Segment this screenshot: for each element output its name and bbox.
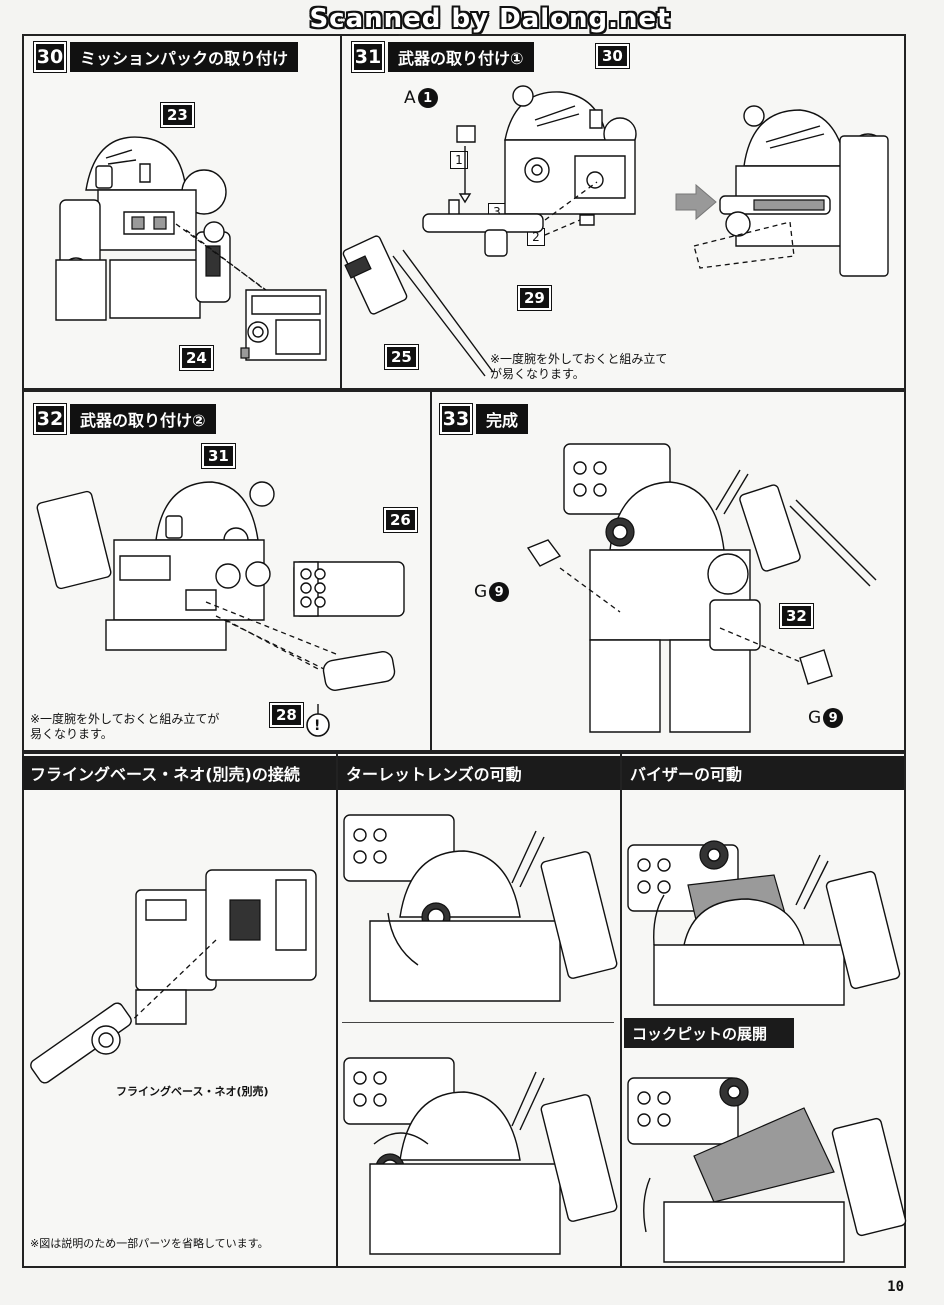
part-number-24: 24 xyxy=(179,345,214,371)
step-31-title: 武器の取り付け① xyxy=(388,42,534,72)
step-31-note: ※一度腕を外しておくと組み立てが易くなります。 xyxy=(490,352,668,381)
turret-lens-illustration-upper xyxy=(340,795,620,1010)
step-31-weapon-illustration xyxy=(345,70,675,380)
step-33-part-ref-g9-top: G 9 xyxy=(474,582,510,602)
caution-mark: ! xyxy=(314,718,321,734)
flying-base-caption: フライングベース・ネオ(別売) xyxy=(116,1085,269,1098)
step-30-number: 30 xyxy=(33,41,67,73)
step-32-header: 32 武器の取り付け② xyxy=(33,403,216,435)
runner-number-1: 1 xyxy=(417,88,438,108)
flying-base-illustration xyxy=(26,860,336,1120)
runner-letter-g: G xyxy=(808,708,822,728)
step-31-number: 31 xyxy=(351,41,385,73)
runner-number-9: 9 xyxy=(489,582,510,602)
step-30-title: ミッションパックの取り付け xyxy=(70,42,299,72)
page-number: 10 xyxy=(887,1279,904,1295)
step-33-complete-robot-illustration xyxy=(520,440,900,740)
part-number-30: 30 xyxy=(595,43,630,69)
part-number-29: 29 xyxy=(517,285,552,311)
step-33-number: 33 xyxy=(439,403,473,435)
step-33-part-ref-g9-bottom: G 9 xyxy=(808,708,844,728)
cockpit-illustration xyxy=(624,1052,904,1264)
visor-illustration xyxy=(624,795,904,1010)
flying-base-note: ※図は説明のため一部パーツを省略しています。 xyxy=(30,1237,269,1250)
cockpit-section-title: コックピットの展開 xyxy=(624,1018,794,1048)
visor-section-title: バイザーの可動 xyxy=(622,756,904,790)
part-number-28: 28 xyxy=(269,702,304,728)
assembly-order-1: 1 xyxy=(450,151,468,169)
scanner-watermark: Scanned by Dalong.net xyxy=(309,4,671,34)
step-32-note: ※一度腕を外しておくと組み立てが易くなります。 xyxy=(30,712,220,741)
step-31-header: 31 武器の取り付け① xyxy=(351,41,534,73)
part-number-31: 31 xyxy=(201,443,236,469)
step-32-title: 武器の取り付け② xyxy=(70,404,216,434)
turret-lens-section-title: ターレットレンズの可動 xyxy=(338,756,620,790)
part-number-23: 23 xyxy=(160,102,195,128)
step-32-number: 32 xyxy=(33,403,67,435)
turret-lens-divider xyxy=(342,1022,614,1023)
part-number-25: 25 xyxy=(384,344,419,370)
step-33-title: 完成 xyxy=(476,404,529,434)
runner-number-9: 9 xyxy=(823,708,844,728)
part-number-32: 32 xyxy=(779,603,814,629)
step-31-result-illustration xyxy=(690,96,902,286)
step-31-part-ref-a1: A 1 xyxy=(404,88,438,108)
step-32-weapon-illustration xyxy=(36,470,426,750)
next-arrow-icon xyxy=(676,185,716,219)
turret-lens-illustration-lower xyxy=(340,1032,620,1262)
step-30-robot-illustration xyxy=(36,120,336,380)
part-number-26: 26 xyxy=(383,507,418,533)
step-30-header: 30 ミッションパックの取り付け xyxy=(33,41,299,73)
runner-letter-g: G xyxy=(474,582,488,602)
runner-letter-a: A xyxy=(404,88,416,108)
flying-base-section-title: フライングベース・ネオ(別売)の接続 xyxy=(22,756,336,790)
step-33-header: 33 完成 xyxy=(439,403,529,435)
